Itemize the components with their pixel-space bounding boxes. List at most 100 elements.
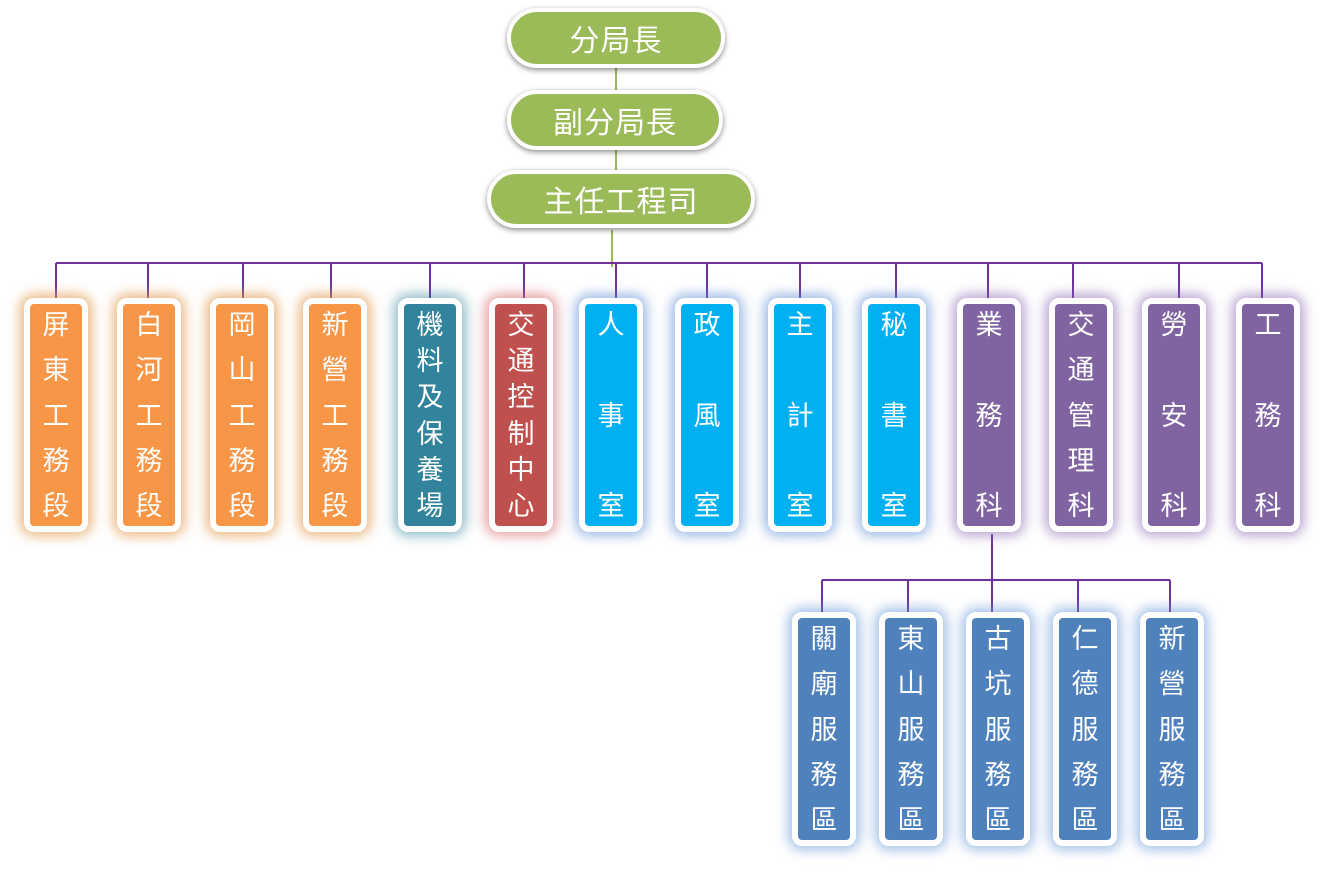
node-label-char: 務 <box>1071 759 1099 791</box>
unit-node-7[interactable]: 人事室 <box>579 298 643 532</box>
unit-node-8[interactable]: 政風室 <box>675 298 739 532</box>
node-label-char: 工 <box>42 400 70 432</box>
node-label-char: 區 <box>1158 805 1186 836</box>
service-area-node-3[interactable]: 古坑服務區 <box>966 612 1030 846</box>
unit-node-10[interactable]: 秘書室 <box>862 298 926 532</box>
unit-node-13[interactable]: 勞安科 <box>1142 298 1206 532</box>
node-label-char: 務 <box>321 445 349 477</box>
node-label-char: 控 <box>507 382 535 414</box>
node-label-char: 河 <box>135 355 163 387</box>
node-label-char: 事 <box>597 400 625 432</box>
node-label-char: 科 <box>1160 491 1188 522</box>
node-label-char: 室 <box>880 491 908 522</box>
node-label-char: 東 <box>897 624 925 655</box>
node-label-char: 白 <box>135 310 163 341</box>
node-label-char: 場 <box>416 490 444 522</box>
unit-node-1[interactable]: 屏東工務段 <box>24 298 88 532</box>
service-area-node-5[interactable]: 新營服務區 <box>1140 612 1204 846</box>
node-label-char: 服 <box>1071 714 1099 746</box>
node-label-char: 區 <box>984 805 1012 836</box>
node-label-char: 服 <box>810 714 838 746</box>
node-label-char: 理 <box>1067 445 1095 477</box>
node-label-char: 工 <box>1254 310 1282 341</box>
director-node[interactable]: 分局長 <box>507 8 725 68</box>
node-label-char: 東 <box>42 355 70 387</box>
node-label-char: 制 <box>507 418 535 450</box>
node-label-char: 管 <box>1067 400 1095 432</box>
node-label-char: 政 <box>693 310 721 341</box>
node-label-char: 中 <box>507 454 535 486</box>
node-label-char: 區 <box>810 805 838 836</box>
node-label-char: 段 <box>42 491 70 522</box>
node-label-char: 務 <box>810 759 838 791</box>
node-label-char: 務 <box>228 445 256 477</box>
node-label-char: 交 <box>1067 310 1095 341</box>
node-label-char: 服 <box>984 714 1012 746</box>
node-label-char: 通 <box>1067 355 1095 387</box>
node-label-char: 工 <box>228 400 256 432</box>
unit-node-14[interactable]: 工務科 <box>1236 298 1300 532</box>
node-label-char: 段 <box>321 491 349 522</box>
node-label-char: 新 <box>321 310 349 341</box>
node-label-char: 工 <box>321 400 349 432</box>
node-label-char: 段 <box>228 491 256 522</box>
chief-engineer-node[interactable]: 主任工程司 <box>487 170 755 228</box>
node-label-char: 科 <box>1254 491 1282 522</box>
node-label-char: 室 <box>597 491 625 522</box>
node-label-char: 務 <box>135 445 163 477</box>
node-label-char: 廟 <box>810 669 838 701</box>
node-label-char: 仁 <box>1071 624 1099 655</box>
node-label-char: 養 <box>416 454 444 486</box>
node-label-char: 關 <box>810 624 838 655</box>
node-label-char: 坑 <box>984 669 1012 701</box>
unit-node-11[interactable]: 業務科 <box>957 298 1021 532</box>
unit-node-5[interactable]: 機料及保養場 <box>398 298 462 532</box>
unit-node-2[interactable]: 白河工務段 <box>117 298 181 532</box>
node-label-char: 區 <box>897 805 925 836</box>
service-area-node-1[interactable]: 關廟服務區 <box>792 612 856 846</box>
node-label-char: 風 <box>693 400 721 432</box>
node-label-char: 工 <box>135 400 163 432</box>
node-label-char: 通 <box>507 346 535 378</box>
node-label-char: 勞 <box>1160 310 1188 341</box>
node-label-char: 務 <box>1254 400 1282 432</box>
node-label-char: 人 <box>597 310 625 341</box>
node-label-char: 務 <box>897 759 925 791</box>
node-label-char: 務 <box>975 400 1003 432</box>
node-label-char: 服 <box>897 714 925 746</box>
node-label-char: 書 <box>880 400 908 432</box>
node-label-char: 保 <box>416 418 444 450</box>
service-area-node-4[interactable]: 仁德服務區 <box>1053 612 1117 846</box>
node-label-char: 及 <box>416 382 444 414</box>
node-label-char: 區 <box>1071 805 1099 836</box>
node-label-char: 科 <box>1067 491 1095 522</box>
unit-node-4[interactable]: 新營工務段 <box>303 298 367 532</box>
node-label-char: 交 <box>507 310 535 341</box>
node-label-char: 段 <box>135 491 163 522</box>
node-label-char: 服 <box>1158 714 1186 746</box>
node-label-char: 營 <box>1158 669 1186 701</box>
connector-service-drops <box>821 580 1171 614</box>
deputy-director-node[interactable]: 副分局長 <box>507 90 723 150</box>
node-label-char: 山 <box>228 355 256 387</box>
service-area-node-2[interactable]: 東山服務區 <box>879 612 943 846</box>
node-label-char: 心 <box>507 490 535 522</box>
unit-node-12[interactable]: 交通管理科 <box>1049 298 1113 532</box>
node-label-char: 屏 <box>42 310 70 341</box>
node-label-char: 德 <box>1071 669 1099 701</box>
unit-node-6[interactable]: 交通控制中心 <box>489 298 553 532</box>
node-label-char: 料 <box>416 346 444 378</box>
node-label-char: 秘 <box>880 310 908 341</box>
unit-node-3[interactable]: 岡山工務段 <box>210 298 274 532</box>
node-label-char: 務 <box>984 759 1012 791</box>
node-label-char: 計 <box>786 400 814 432</box>
unit-node-9[interactable]: 主計室 <box>768 298 832 532</box>
node-label-char: 安 <box>1160 400 1188 432</box>
connector-unit-drops <box>55 263 1263 300</box>
node-label-char: 務 <box>1158 759 1186 791</box>
node-label-char: 主 <box>786 310 814 341</box>
node-label-char: 室 <box>786 491 814 522</box>
node-label-char: 營 <box>321 355 349 387</box>
node-label-char: 機 <box>416 310 444 341</box>
